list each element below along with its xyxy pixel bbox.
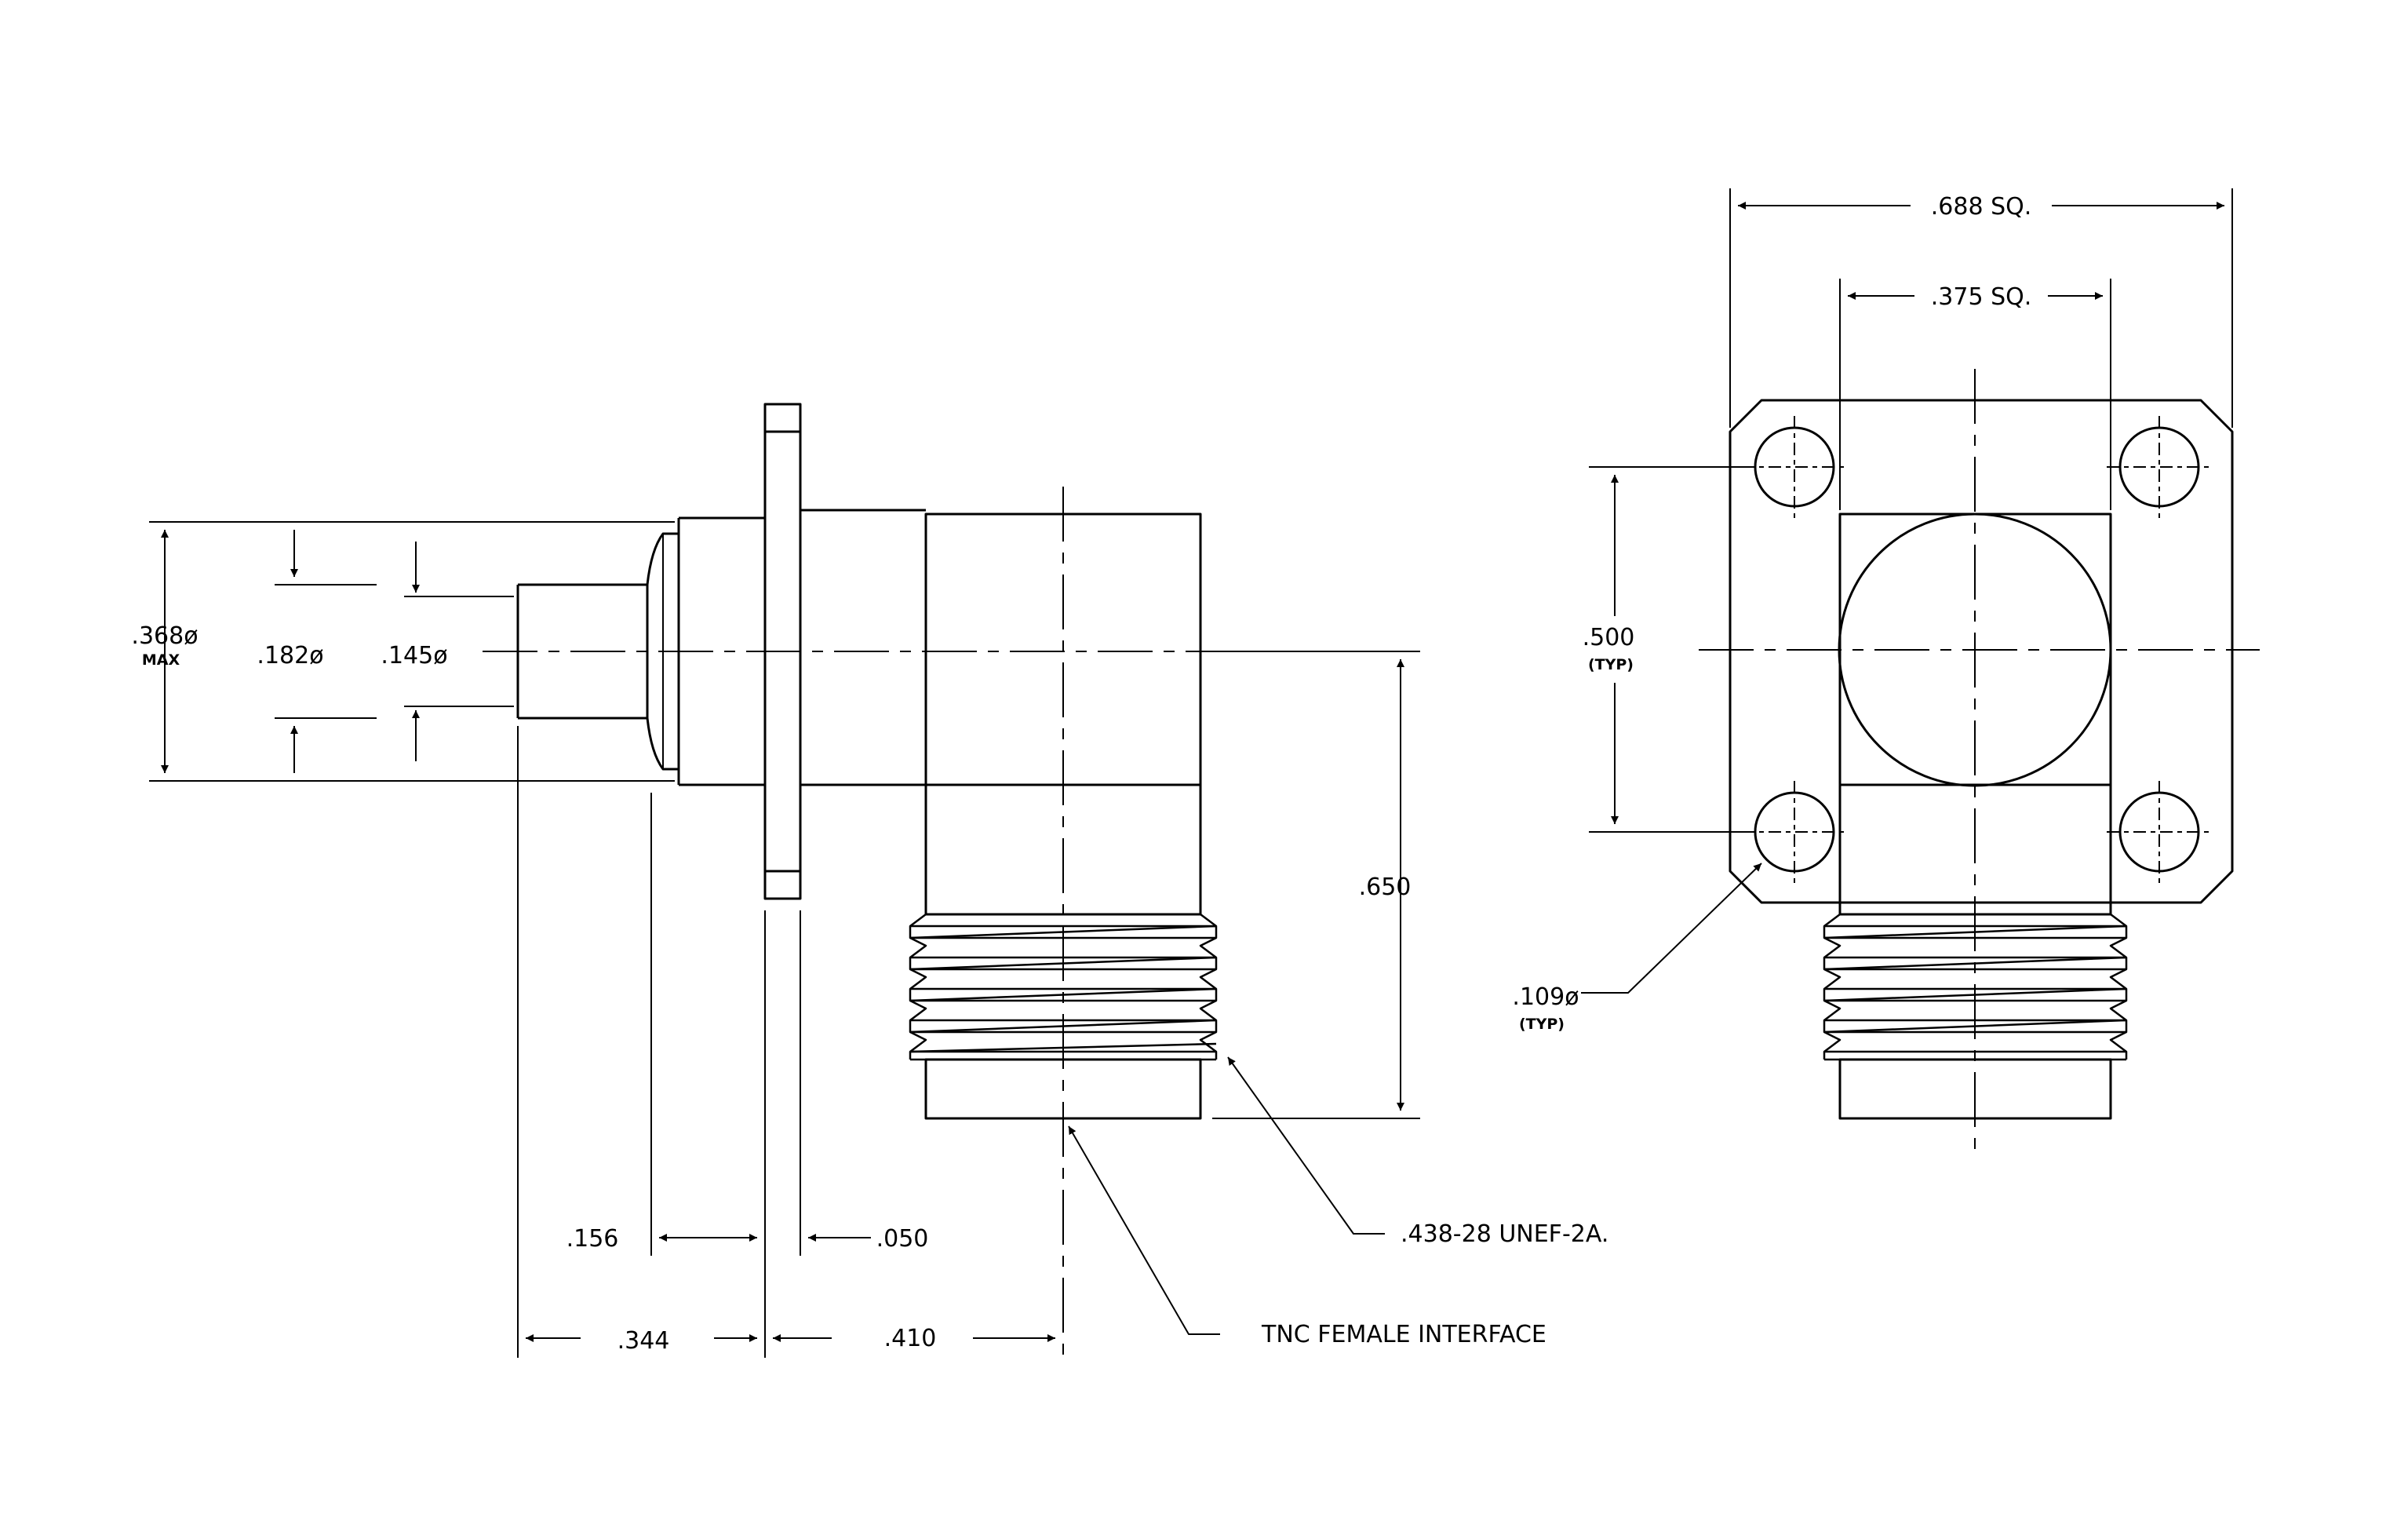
neck-outline [800, 509, 926, 786]
pin-diameter-label: .145ø [381, 642, 447, 669]
body-width-label: .375 SQ. [1931, 283, 2032, 311]
leader-lines [1068, 1056, 1385, 1335]
flange-width-label: .688 SQ. [1931, 193, 2032, 221]
hole-spacing-label: .500 [1583, 624, 1635, 651]
step-length-label: .156 [566, 1225, 619, 1253]
dimension-arrows [161, 530, 1404, 1342]
rear-pin-outline [516, 583, 649, 720]
hole-diameter-label: .109ø [1512, 983, 1579, 1011]
hole-diameter-note: (TYP) [1519, 1016, 1565, 1033]
front-length-label: .410 [884, 1325, 937, 1352]
thread-callout: .438-28 UNEF-2A. [1401, 1220, 1608, 1248]
body-diameter-label: .368ø [131, 622, 198, 650]
extension-lines [149, 521, 1420, 1358]
front-view-labels: .688 SQ. .375 SQ. .500 (TYP) .109ø (TYP) [1512, 193, 2031, 1033]
shoulder-diameter-label: .182ø [257, 642, 323, 669]
side-view [149, 403, 1420, 1358]
side-view-labels: .368ø MAX .182ø .145ø .650 .156 .050 .34… [131, 622, 1608, 1355]
interface-callout: TNC FEMALE INTERFACE [1261, 1321, 1546, 1348]
height-label: .650 [1359, 874, 1412, 901]
rear-length-label: .344 [617, 1327, 670, 1355]
front-dimension-arrows [1581, 202, 2224, 994]
front-view [1581, 188, 2260, 1150]
flange-thickness-label: .050 [876, 1225, 929, 1253]
front-flange-plate [1729, 399, 2234, 904]
rear-body-outline [679, 516, 765, 786]
front-extension-lines [1589, 188, 2233, 833]
body-diameter-note: MAX [142, 651, 180, 669]
hole-spacing-note: (TYP) [1588, 656, 1634, 673]
